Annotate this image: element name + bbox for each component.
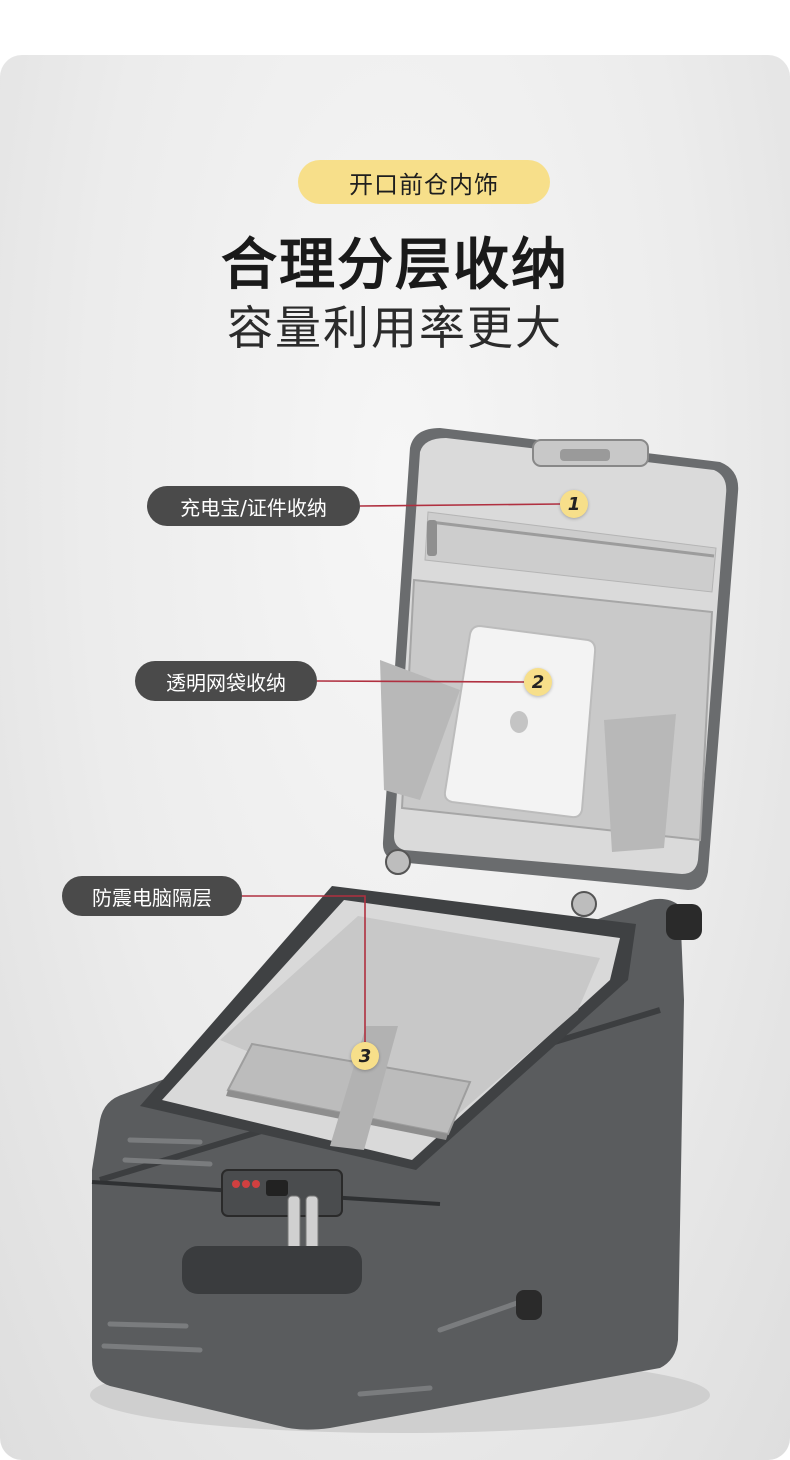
open-lid — [380, 428, 739, 917]
zip-pull-icon — [427, 520, 437, 556]
section-tag: 开口前仓内饰 — [298, 160, 550, 204]
lid-strap-left — [380, 660, 460, 800]
page-title: 合理分层收纳 — [221, 233, 569, 298]
laptop-strap — [330, 1026, 398, 1150]
wheel-side-icon — [516, 1290, 542, 1320]
wheel-top-icon — [666, 904, 702, 940]
callout-number-3: 3 — [351, 1042, 379, 1070]
callout-label-mesh-pocket: 透明网袋收纳 — [135, 661, 317, 701]
callout-label-laptop-layer: 防震电脑隔层 — [62, 876, 242, 916]
leader-line-2 — [316, 680, 525, 683]
callout-number-1: 1 — [560, 490, 588, 518]
leader-line-1 — [359, 503, 561, 507]
hinge-right-icon — [571, 891, 597, 917]
side-handle — [182, 1246, 362, 1294]
tablet-icon — [443, 624, 597, 819]
suitcase-body — [91, 886, 702, 1430]
hinge-left-icon — [385, 849, 411, 875]
leader-line-3 — [242, 895, 366, 1042]
lid-strap-right — [604, 714, 676, 852]
callout-number-2: 2 — [524, 668, 552, 696]
callout-label-power-bank: 充电宝/证件收纳 — [147, 486, 360, 526]
page-subtitle: 容量利用率更大 — [227, 301, 563, 355]
